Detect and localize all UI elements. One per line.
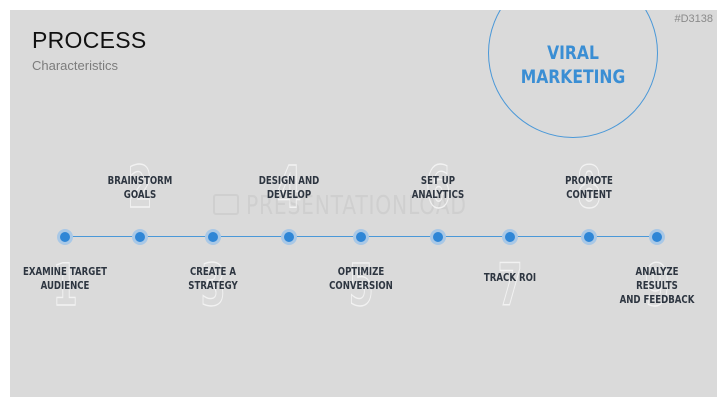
step-label: Promotecontent (546, 174, 632, 202)
timeline-dot (430, 229, 446, 245)
page-subtitle: Characteristics (32, 58, 118, 73)
timeline-dot (581, 229, 597, 245)
step-label-line1: Optimize (337, 265, 385, 278)
step-label-line2: analytics (411, 188, 465, 201)
timeline-dot (502, 229, 518, 245)
step-label-line1: Analyze results (635, 265, 679, 292)
step-label: Track ROI (467, 271, 553, 285)
slide-code: #D3138 (674, 13, 713, 25)
step-label-line1: Design and (258, 174, 320, 187)
timeline-dot (353, 229, 369, 245)
step-number: 5 (348, 251, 374, 319)
step-number: 9 (644, 251, 670, 319)
step-label: Analyze resultsand feedback (614, 265, 700, 307)
step-label-line2: develop (266, 188, 312, 201)
step-label: Set upanalytics (395, 174, 481, 202)
step-label: Optimizeconversion (318, 265, 404, 293)
step-number: 6 (425, 153, 451, 221)
step-label-line2: and feedback (619, 293, 695, 306)
step-label-line1: Track ROI (483, 271, 537, 284)
circle-label-line1: VIRAL (547, 42, 599, 64)
step-number: 2 (127, 153, 153, 221)
step-number: 1 (52, 251, 78, 319)
watermark: PRESENTATIONLOAD (246, 191, 467, 221)
step-label-line2: strategy (188, 279, 238, 292)
step-number: 8 (576, 153, 602, 221)
step-label-line1: Create a (189, 265, 237, 278)
slide: PROCESS Characteristics #D3138 VIRAL MAR… (10, 10, 717, 397)
step-label-line2: goals (123, 188, 157, 201)
step-label-line2: conversion (329, 279, 393, 292)
timeline-dot (281, 229, 297, 245)
step-label-line1: Brainstorm (107, 174, 173, 187)
step-label-line1: Promote (565, 174, 613, 187)
step-number: 4 (276, 153, 302, 221)
step-number: 7 (497, 251, 523, 319)
step-label: Create astrategy (170, 265, 256, 293)
page-title: PROCESS (32, 27, 147, 53)
step-label-line2: content (566, 188, 612, 201)
step-label-line1: Examine target (22, 265, 108, 278)
circle-label: VIRAL MARKETING (504, 41, 642, 89)
timeline-dot (57, 229, 73, 245)
step-number: 3 (200, 251, 226, 319)
timeline-dot (649, 229, 665, 245)
step-label-line2: audience (40, 279, 90, 292)
circle-label-line2: MARKETING (520, 66, 626, 88)
step-label-line1: Set up (420, 174, 456, 187)
viral-marketing-circle: VIRAL MARKETING (488, 10, 658, 138)
watermark-icon (213, 194, 239, 215)
timeline-dot (132, 229, 148, 245)
timeline-dot (205, 229, 221, 245)
step-label: Brainstormgoals (97, 174, 183, 202)
step-label: Examine targetaudience (22, 265, 108, 293)
step-label: Design anddevelop (246, 174, 332, 202)
